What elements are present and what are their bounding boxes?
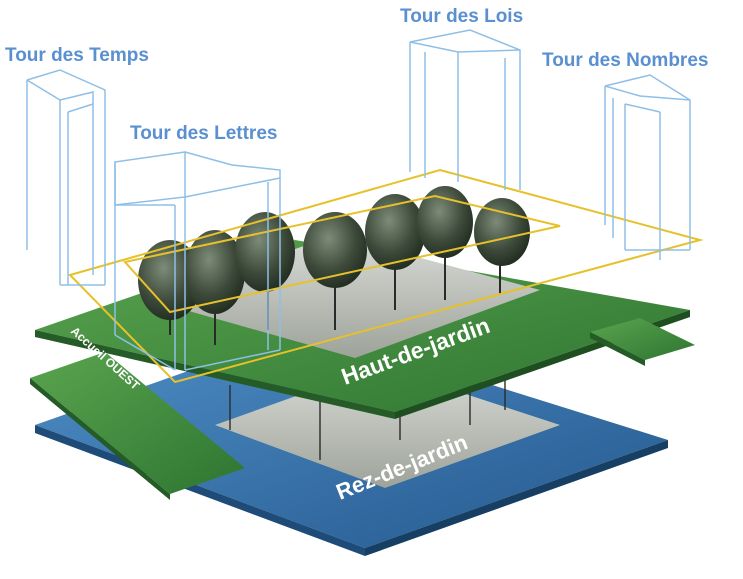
upper-level: Haut-de-jardin Accueil OUEST xyxy=(35,235,695,419)
tower-label-temps: Tour des Temps xyxy=(5,45,149,66)
tower-label-nombres: Tour des Nombres xyxy=(542,50,709,71)
tree xyxy=(417,186,473,300)
tower-lettres xyxy=(114,151,281,371)
tree xyxy=(303,212,367,330)
tree xyxy=(138,240,202,335)
tree xyxy=(185,230,245,345)
entrance-strip xyxy=(30,352,245,500)
tower-label-lettres: Tour des Lettres xyxy=(130,123,278,144)
garden-trees xyxy=(138,186,530,345)
tower-lois xyxy=(409,29,521,190)
tower-temps xyxy=(26,69,106,286)
lower-level: Rez-de-jardin xyxy=(35,328,668,556)
tower-nombres xyxy=(604,74,691,260)
garden-frames xyxy=(68,168,704,384)
tree xyxy=(365,194,425,310)
tower-label-lois: Tour des Lois xyxy=(400,6,524,27)
